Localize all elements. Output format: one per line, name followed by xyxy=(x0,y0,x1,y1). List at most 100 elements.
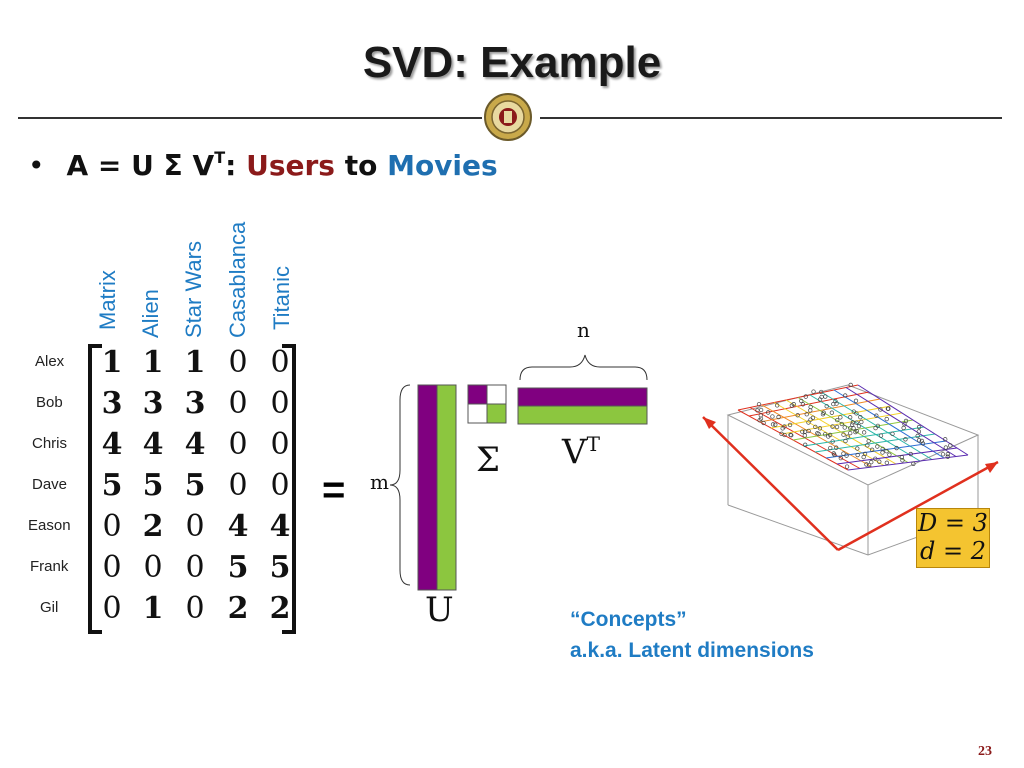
sigma-block-empty-bottom xyxy=(467,403,488,424)
data-point xyxy=(819,389,824,395)
u-matrix-purple-column xyxy=(417,384,438,591)
data-point xyxy=(848,382,853,388)
equation-lhs: A = U xyxy=(66,149,154,182)
matrix-cell: 0 xyxy=(102,591,122,626)
data-point xyxy=(869,459,874,465)
data-point xyxy=(886,406,891,411)
data-point xyxy=(830,424,835,429)
data-point xyxy=(800,402,806,407)
data-point xyxy=(789,433,794,438)
data-point xyxy=(884,416,889,422)
title-divider-right xyxy=(540,117,1002,119)
data-point xyxy=(916,438,922,443)
matrix-cell: 4 xyxy=(184,427,206,462)
data-point xyxy=(920,441,926,446)
matrix-cell: 3 xyxy=(184,386,206,421)
mesh-line xyxy=(836,447,958,465)
data-point xyxy=(831,451,836,456)
data-point xyxy=(844,464,850,469)
data-point xyxy=(864,462,869,467)
data-point xyxy=(789,403,794,408)
data-point xyxy=(822,432,828,437)
data-point xyxy=(866,438,871,444)
data-point xyxy=(848,415,853,420)
data-point xyxy=(862,451,868,457)
m-label: m xyxy=(370,470,389,494)
data-point xyxy=(887,452,892,457)
data-point xyxy=(808,417,813,422)
mesh-line xyxy=(845,387,957,457)
data-point xyxy=(850,420,855,425)
data-point xyxy=(799,398,804,404)
data-point xyxy=(761,420,766,426)
matrix-cell: 1 xyxy=(184,345,206,380)
data-point xyxy=(804,412,809,417)
equals-sign: = xyxy=(322,468,346,512)
data-point xyxy=(776,414,781,420)
data-point xyxy=(943,445,948,450)
u-label: U xyxy=(425,590,454,630)
data-point xyxy=(856,423,862,429)
data-point xyxy=(838,415,843,420)
data-point xyxy=(811,389,816,394)
university-seal-icon xyxy=(484,93,532,141)
data-point xyxy=(873,425,878,431)
bullet-dot: • xyxy=(28,149,45,182)
matrix-cell: 0 xyxy=(228,427,248,462)
movie-header-alien: Alien xyxy=(138,289,163,338)
title-divider-left xyxy=(18,117,482,119)
data-point xyxy=(865,443,870,448)
data-point xyxy=(945,452,950,457)
data-point xyxy=(855,452,860,458)
data-point xyxy=(824,404,829,409)
mesh-line xyxy=(857,384,969,456)
data-point xyxy=(873,456,878,461)
data-point xyxy=(817,397,823,402)
svd-decomposition-diagram xyxy=(389,354,648,591)
concepts-caption-line-1: “Concepts” xyxy=(570,608,687,631)
data-point xyxy=(755,408,760,413)
matrix-cell: 5 xyxy=(184,468,206,503)
u-matrix-green-column xyxy=(436,384,457,591)
data-point xyxy=(834,445,839,450)
data-point xyxy=(845,434,850,439)
data-point xyxy=(841,451,846,456)
mesh-line xyxy=(821,392,933,460)
matrix-cell: 5 xyxy=(227,550,249,585)
user-label-eason: Eason xyxy=(28,517,71,534)
data-point xyxy=(875,444,880,449)
data-point xyxy=(758,407,764,413)
data-point xyxy=(853,398,859,403)
data-point xyxy=(880,450,885,455)
plot-surface-mesh xyxy=(737,384,969,471)
latent-space-3d-plot xyxy=(702,382,999,556)
transpose-superscript: T xyxy=(214,148,226,167)
matrix-cell: 2 xyxy=(142,509,164,544)
matrix-cell: 0 xyxy=(228,386,248,421)
matrix-cell: 0 xyxy=(185,591,205,626)
data-point xyxy=(875,423,881,428)
data-point xyxy=(806,428,811,434)
matrix-cell: 4 xyxy=(101,427,123,462)
data-point xyxy=(756,402,762,407)
data-point xyxy=(861,430,867,435)
matrix-cell: 4 xyxy=(142,427,164,462)
data-point xyxy=(808,404,813,410)
matrix-cell: 0 xyxy=(102,509,122,544)
bullet-svd-definition: •A = U Σ VT: Users to Movies xyxy=(28,148,498,182)
concepts-caption-line-2: a.k.a. Latent dimensions xyxy=(570,639,814,662)
m-brace xyxy=(389,384,411,586)
matrix-cell: 1 xyxy=(101,345,123,380)
slide-title: SVD: Example xyxy=(362,38,662,87)
data-point xyxy=(916,429,922,434)
dimension-box-line-1: D = 3 xyxy=(918,509,988,537)
matrix-cell: 0 xyxy=(270,345,290,380)
data-point xyxy=(901,425,906,431)
n-brace xyxy=(519,354,648,381)
matrix-cell: 2 xyxy=(269,591,291,626)
concept-axis-1-arrowhead xyxy=(703,417,716,429)
mesh-line xyxy=(809,394,921,462)
concept-axis-2 xyxy=(837,460,999,552)
data-point xyxy=(817,426,823,431)
data-point xyxy=(758,416,764,421)
